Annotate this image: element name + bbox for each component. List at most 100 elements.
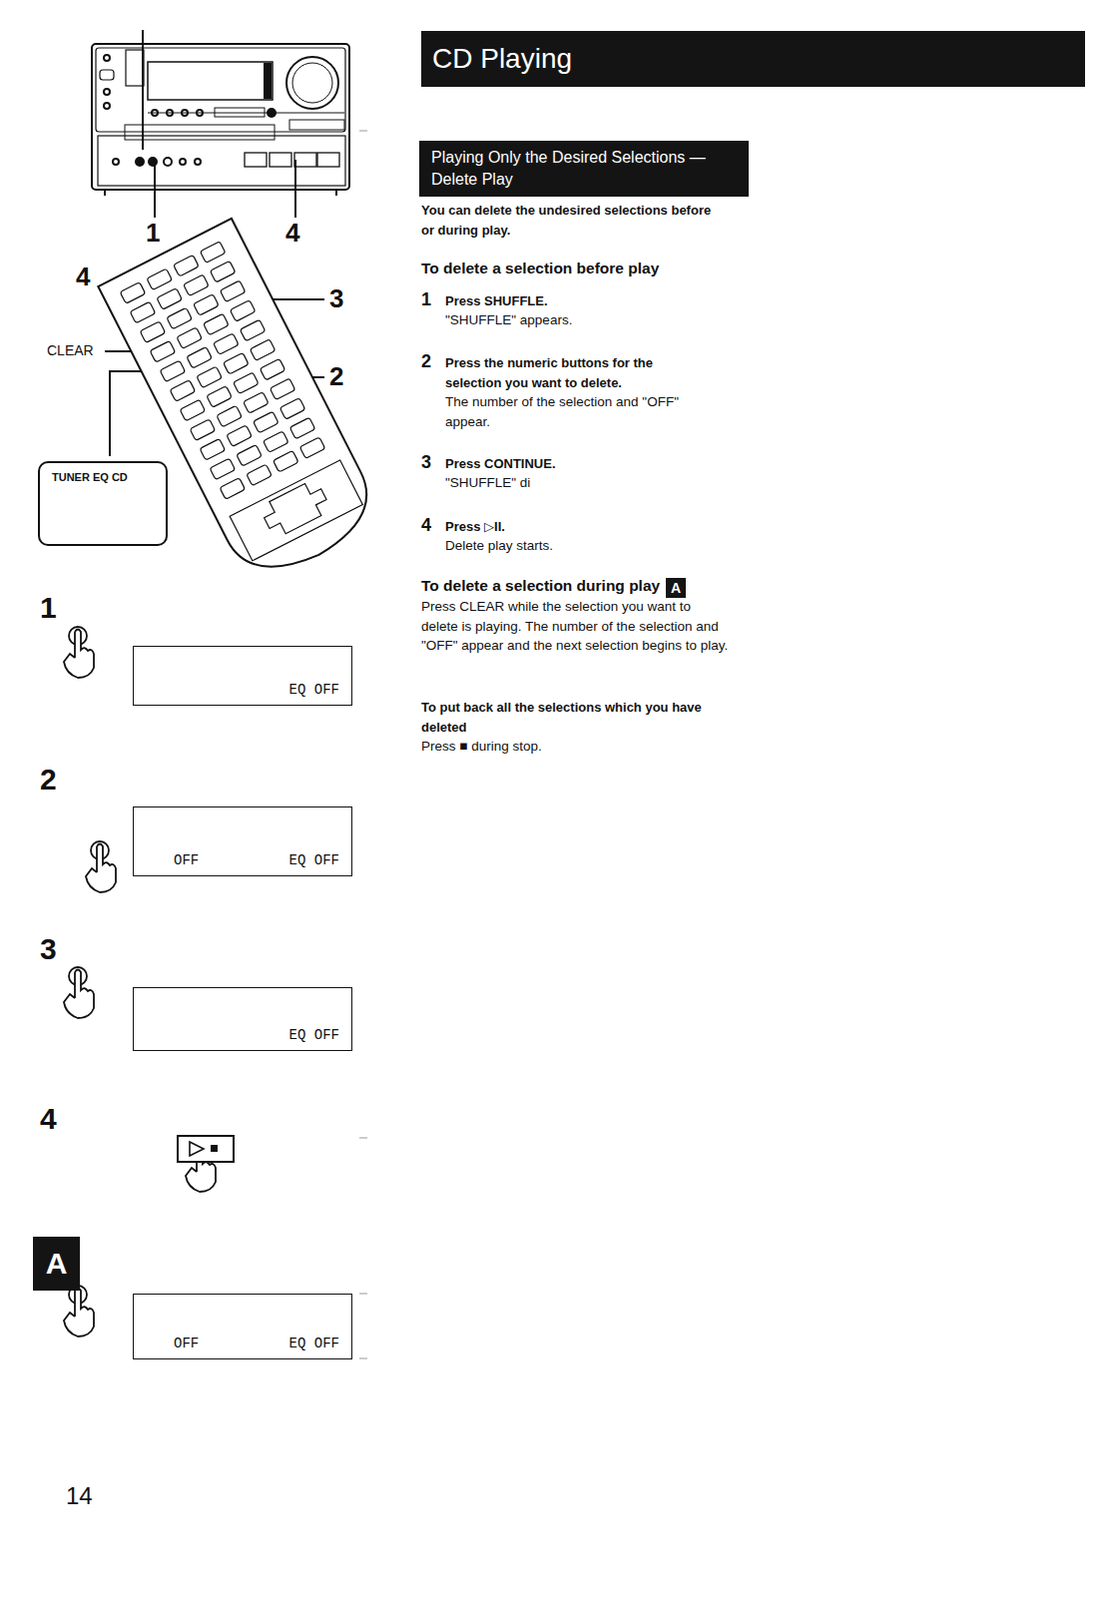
- step-result: The number of the selection and "OFF" ap…: [445, 392, 715, 432]
- step-number: 4: [39, 1102, 57, 1136]
- node-text: EQ OFF: [289, 851, 340, 870]
- node-text: OFF: [173, 851, 199, 870]
- callout-number: 1: [145, 217, 160, 248]
- display-panel: OFF EQ OFF: [132, 1293, 353, 1360]
- node-text: TUNER EQ CD: [51, 470, 162, 485]
- play-button: [177, 1135, 234, 1162]
- remote-button: [139, 321, 166, 344]
- section-heading: To delete a selection before play: [421, 258, 751, 279]
- callout-number: 4: [75, 261, 90, 292]
- remote-button: [176, 327, 203, 350]
- node-text: EQ OFF: [289, 680, 340, 699]
- node-text: EQ OFF: [289, 1026, 340, 1045]
- body-text: Press ■ during stop.: [421, 736, 721, 757]
- body-text: Press CLEAR while the selection you want…: [421, 596, 731, 656]
- figure-letter: A: [32, 1236, 80, 1291]
- node-text: EQ OFF: [289, 1334, 340, 1353]
- hand-icon: [63, 626, 94, 678]
- step-number: 4: [421, 514, 432, 537]
- section-heading: To put back all the selections which you…: [421, 697, 721, 737]
- remote-button: [259, 358, 286, 381]
- remote-button: [186, 346, 213, 369]
- remote-button: [239, 319, 266, 342]
- step-action: Press CONTINUE.: [445, 454, 725, 475]
- remote-button: [199, 241, 226, 264]
- remote-button: [269, 378, 296, 401]
- section-band: Playing Only the Desired Selections — De…: [419, 140, 749, 197]
- remote-button: [189, 419, 216, 442]
- page-number: 14: [65, 1481, 93, 1512]
- page-marks: [359, 130, 368, 1359]
- step-number: 2: [39, 762, 57, 797]
- remote-button: [149, 340, 176, 363]
- remote-button: [219, 280, 246, 303]
- remote-button: [196, 366, 223, 389]
- remote-button: [263, 431, 290, 454]
- remote-button: [229, 300, 256, 323]
- remote-button: [219, 478, 246, 501]
- remote-button: [199, 439, 226, 462]
- hand-icon: [63, 967, 94, 1019]
- mode-switch-box: TUNER EQ CD: [37, 461, 168, 547]
- section-heading: To delete a selection during play: [421, 575, 741, 596]
- remote-button: [299, 437, 326, 460]
- remote-button: [213, 333, 240, 356]
- remote-button: [166, 307, 193, 330]
- figure-letter: A: [665, 577, 686, 598]
- remote-button: [216, 405, 243, 428]
- step-result: "SHUFFLE" di: [445, 473, 725, 494]
- step-action: Press the numeric buttons for the select…: [445, 353, 705, 393]
- remote-button: [203, 313, 230, 336]
- remote-button: [193, 294, 220, 317]
- callout-number: 3: [329, 283, 344, 314]
- step-result: Delete play starts.: [445, 536, 725, 557]
- remote-button: [119, 282, 146, 305]
- remote-button: [233, 372, 260, 395]
- remote-button: [156, 288, 183, 311]
- display-panel: OFF EQ OFF: [132, 806, 353, 877]
- remote-button: [129, 301, 156, 324]
- step-number: 1: [39, 590, 57, 625]
- remote-button: [226, 425, 253, 448]
- remote-button: [236, 444, 263, 467]
- node-text: Playing Only the Desired Selections — De…: [431, 146, 731, 191]
- step-action: Press SHUFFLE.: [445, 291, 725, 312]
- display-panel: EQ OFF: [132, 987, 353, 1052]
- remote-button: [183, 274, 210, 297]
- remote-button: [169, 380, 196, 403]
- hand-icon: [85, 841, 116, 893]
- node-text: OFF: [173, 1334, 199, 1353]
- remote-button: [206, 386, 233, 409]
- hand-icons: [63, 626, 216, 1337]
- remote-button: [223, 352, 250, 375]
- callout-number: 4: [285, 217, 300, 248]
- step-number: 3: [39, 932, 57, 967]
- remote-button: [173, 254, 200, 277]
- step-number: 2: [421, 350, 432, 373]
- remote-button: [289, 417, 316, 440]
- hand-icon: [63, 1285, 94, 1337]
- remote-button: [273, 450, 300, 473]
- step-action: Press ▷II.: [445, 517, 725, 538]
- remote-button: [246, 464, 273, 487]
- remote-button: [253, 411, 280, 434]
- title-band: [421, 30, 1086, 87]
- remote-button: [209, 260, 236, 283]
- remote-button: [159, 360, 186, 383]
- remote-button: [249, 339, 276, 362]
- display-panel: EQ OFF: [132, 645, 353, 706]
- stereo-unit: [91, 43, 350, 196]
- remote-button: [179, 399, 206, 422]
- page-title: CD Playing: [432, 41, 572, 76]
- remote-button: [279, 398, 306, 421]
- remote-button: [209, 458, 236, 481]
- step-number: 1: [421, 288, 432, 311]
- remote-button: [243, 392, 270, 415]
- step-result: "SHUFFLE" appears.: [445, 310, 725, 331]
- remote-cross-pad: [258, 478, 332, 540]
- remote-button: [146, 268, 173, 291]
- callout-label: CLEAR: [46, 341, 94, 360]
- step-number: 3: [421, 451, 432, 474]
- callout-number: 2: [329, 361, 344, 392]
